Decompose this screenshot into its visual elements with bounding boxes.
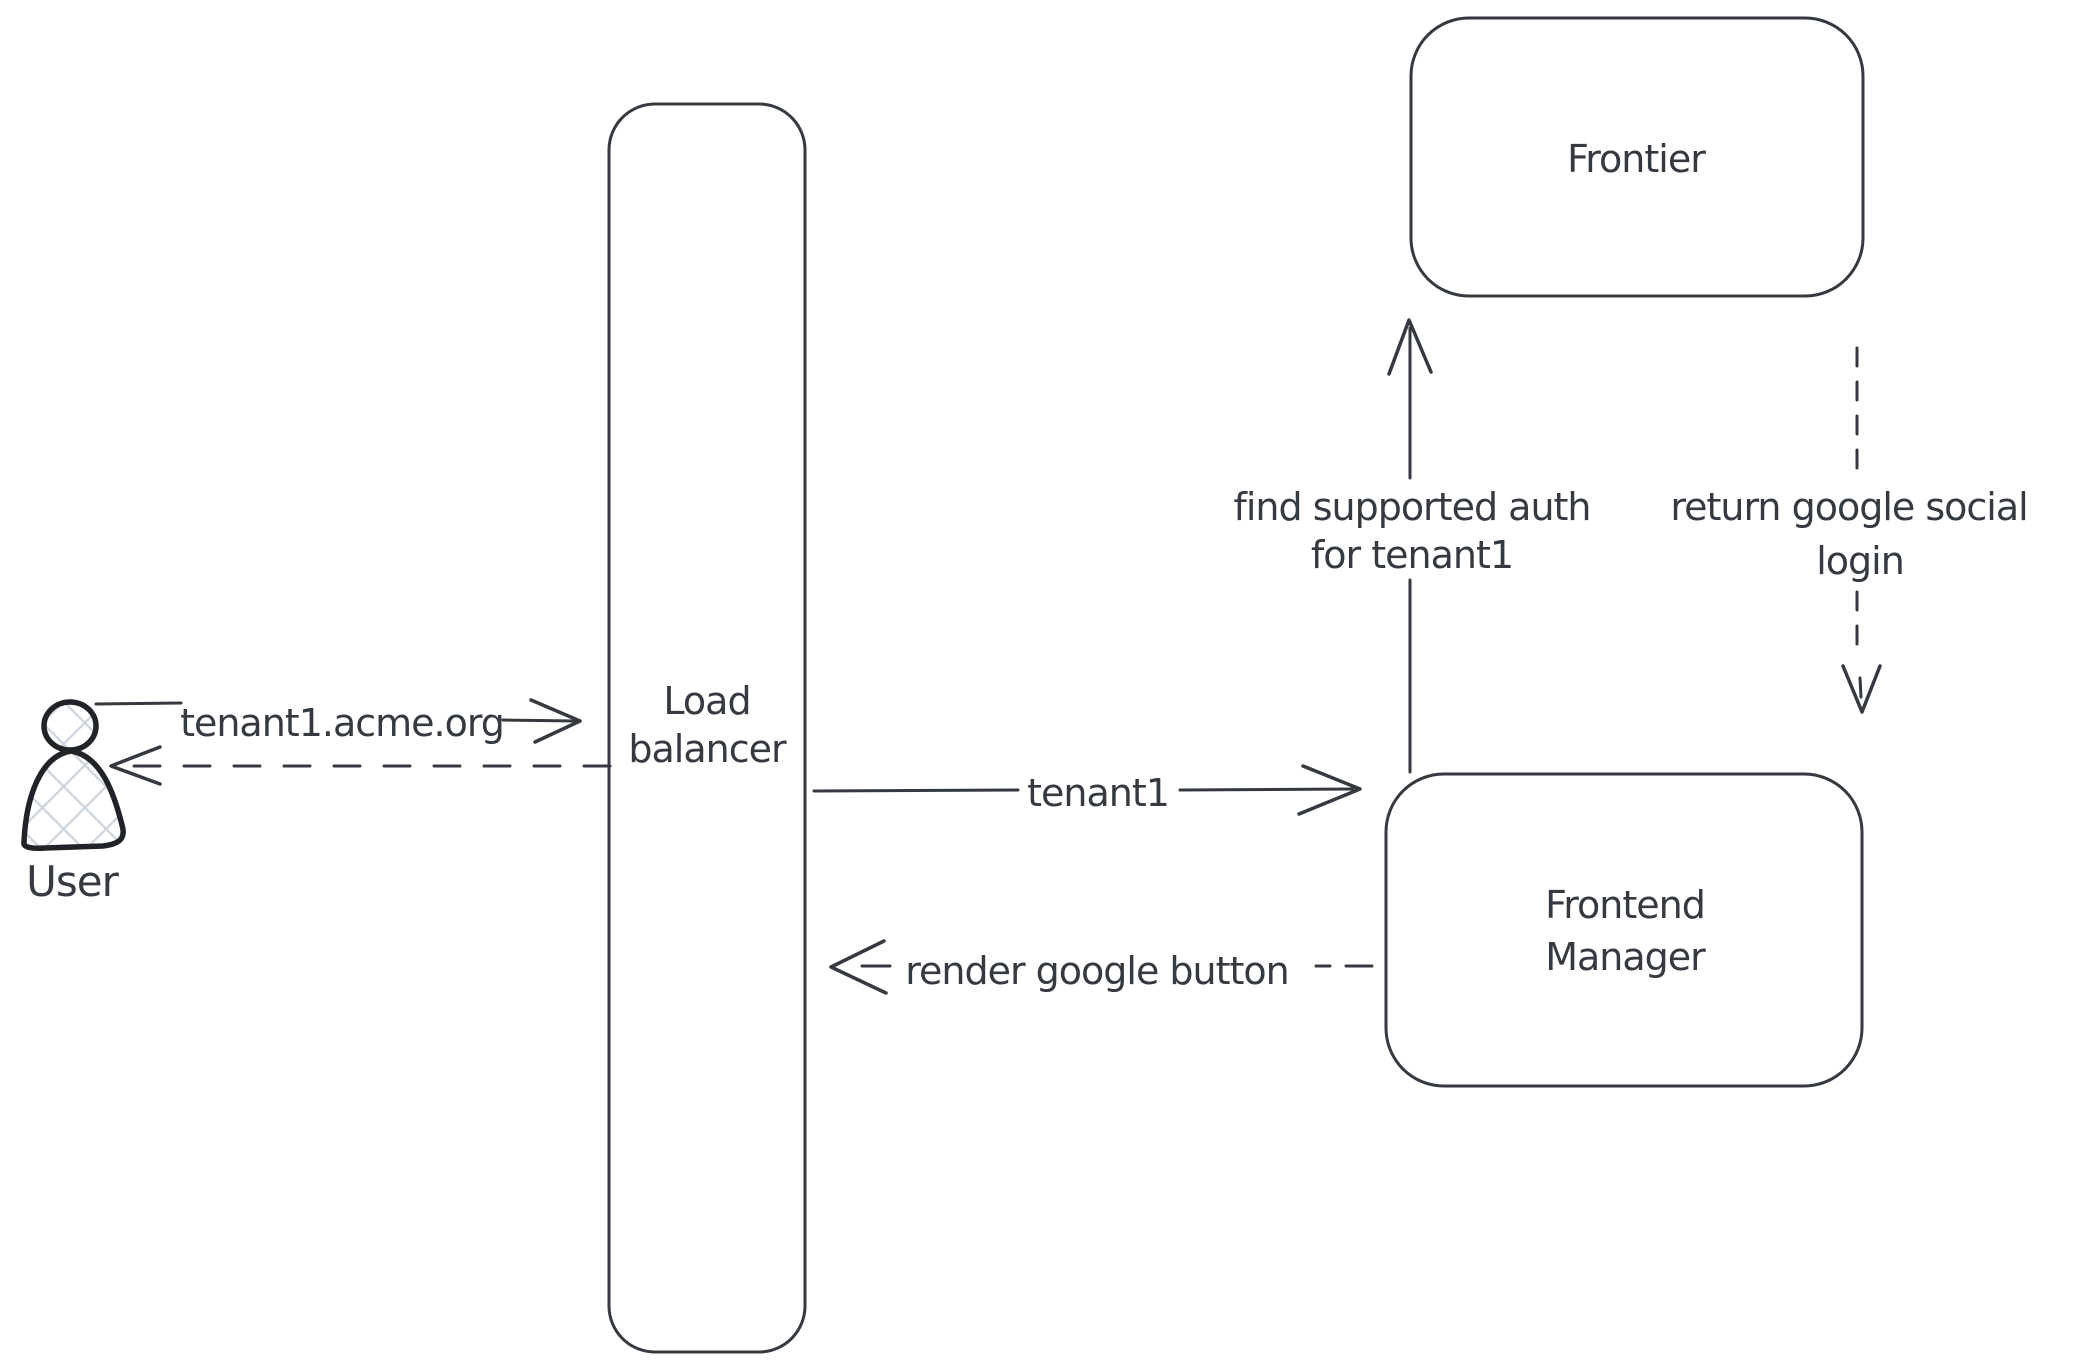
arrowhead-right-icon xyxy=(1297,764,1362,816)
arrowhead-down-icon xyxy=(1841,664,1882,714)
frontend-manager-label-line1: Frontend xyxy=(1545,883,1705,927)
arrow-label-return-google-social-line1: return google social xyxy=(1670,485,2027,529)
arrow-label-find-supported-auth-line2: for tenant1 xyxy=(1311,533,1513,577)
arrow-label-tenant1-acme-org: tenant1.acme.org xyxy=(180,701,504,745)
frontier-node: Frontier xyxy=(1409,16,1865,298)
frontier-box xyxy=(1409,16,1865,298)
frontier-label: Frontier xyxy=(1567,137,1706,181)
load-balancer-node: Load balancer xyxy=(607,102,807,1354)
arrow-frontend-manager-to-load-balancer: render google button xyxy=(829,939,1374,995)
person-icon xyxy=(41,699,99,753)
arrow-label-render-google-button: render google button xyxy=(905,949,1289,993)
arrow-label-return-google-social-line2: login xyxy=(1816,539,1904,583)
arrow-label-find-supported-auth-line1: find supported auth xyxy=(1233,485,1590,529)
load-balancer-label-line1: Load xyxy=(663,679,750,723)
arrow-load-balancer-to-frontend-manager: tenant1 xyxy=(812,764,1362,816)
arrow-user-to-load-balancer: tenant1.acme.org xyxy=(94,698,582,745)
frontend-manager-node: Frontend Manager xyxy=(1384,772,1864,1088)
load-balancer-box xyxy=(607,102,807,1354)
frontend-manager-label-line2: Manager xyxy=(1545,935,1706,979)
arrowhead-left-icon xyxy=(109,745,162,786)
person-icon-body xyxy=(21,748,126,851)
arrow-load-balancer-to-user xyxy=(109,745,612,786)
load-balancer-label-line2: balancer xyxy=(628,727,787,771)
arrowhead-up-icon xyxy=(1387,318,1433,376)
arrowhead-left-icon xyxy=(829,939,888,995)
arrow-frontend-manager-to-frontier: find supported auth for tenant1 xyxy=(1233,318,1592,774)
user-label: User xyxy=(26,857,119,906)
user-node: User xyxy=(21,699,126,906)
arrow-label-tenant1: tenant1 xyxy=(1027,771,1169,815)
arrow-frontier-to-frontend-manager: return google social login xyxy=(1670,346,2029,714)
arrowhead-right-icon xyxy=(529,698,582,744)
frontend-manager-box xyxy=(1384,772,1864,1088)
